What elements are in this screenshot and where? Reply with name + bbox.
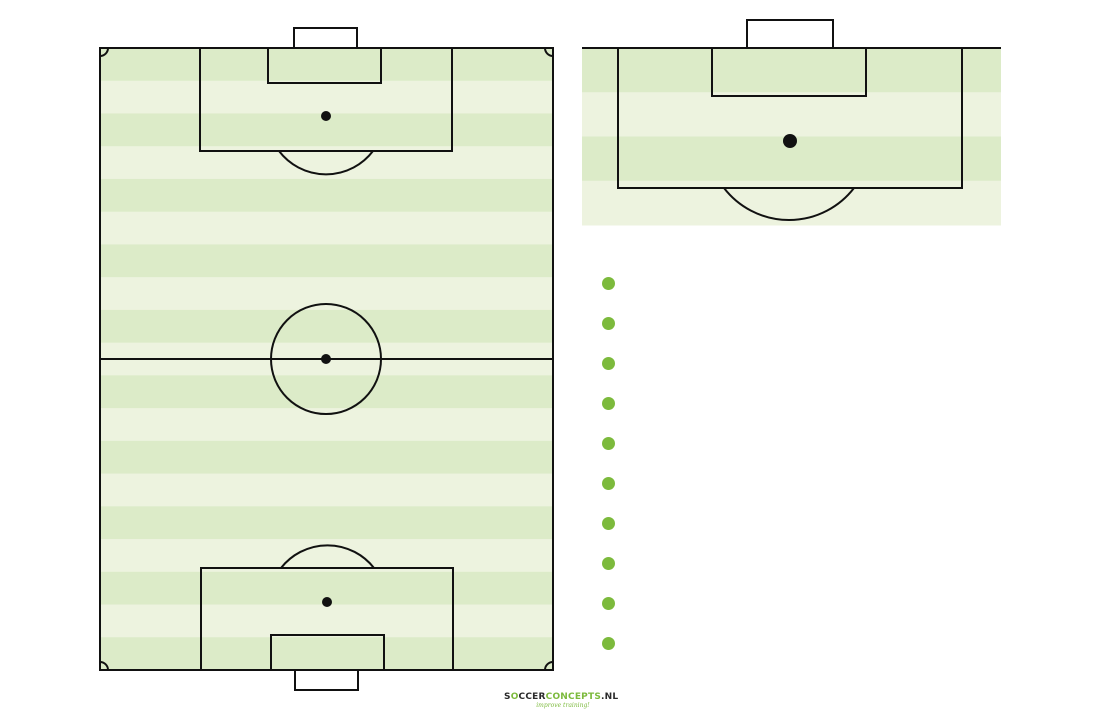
corner-arc-top-right xyxy=(544,47,554,57)
grass-stripe xyxy=(100,80,553,114)
penalty-spot-top xyxy=(321,111,331,121)
bullet-dot xyxy=(602,557,615,570)
logo-wordmark: SOCCERCONCEPTS.NL xyxy=(504,692,619,702)
soccerconcepts-logo: SOCCERCONCEPTS.NL improve training! xyxy=(504,692,619,709)
full-pitch-diagram xyxy=(99,27,554,691)
grass-stripe xyxy=(100,506,553,540)
logo-tagline: improve training! xyxy=(536,702,590,709)
centre-circle xyxy=(270,303,382,415)
bullet-dot xyxy=(602,317,615,330)
soccer-ball-icon: O xyxy=(510,692,519,702)
penalty-arc-top xyxy=(278,150,374,176)
bullet-list xyxy=(602,277,615,677)
bullet-dot xyxy=(602,637,615,650)
bullet-dot xyxy=(602,397,615,410)
bullet-dot xyxy=(602,437,615,450)
grass-stripe xyxy=(100,277,553,311)
penalty-spot-bottom xyxy=(322,597,332,607)
corner-arc-top-left xyxy=(99,47,109,57)
grass-stripe xyxy=(100,604,553,638)
grass-stripe xyxy=(100,309,553,344)
bullet-dot xyxy=(602,597,615,610)
penalty-arc xyxy=(723,187,855,222)
grass-stripe xyxy=(100,473,553,507)
grass-stripe xyxy=(582,48,1001,93)
corner-arc-bottom-right xyxy=(544,661,554,671)
grass-stripe xyxy=(100,375,553,409)
penalty-arc-bottom xyxy=(280,544,375,569)
grass-stripe xyxy=(100,440,553,475)
bullet-dot xyxy=(602,357,615,370)
penalty-spot xyxy=(783,134,797,148)
centre-spot xyxy=(321,354,331,364)
grass-stripe xyxy=(100,211,553,245)
grass-stripe xyxy=(100,637,553,671)
grass-stripe xyxy=(100,244,553,278)
grass-stripe xyxy=(582,92,1001,137)
bullet-dot xyxy=(602,517,615,530)
goal-area xyxy=(711,47,867,97)
goal-area-bottom xyxy=(270,634,385,671)
grass-stripe xyxy=(100,48,553,82)
grass-stripe xyxy=(100,178,553,213)
half-pitch-diagram xyxy=(582,19,1001,226)
goal-bottom xyxy=(294,669,359,691)
goal xyxy=(746,19,834,49)
goal-top xyxy=(293,27,358,49)
bullet-dot xyxy=(602,477,615,490)
bullet-dot xyxy=(602,277,615,290)
corner-arc-bottom-left xyxy=(99,661,109,671)
goal-area-top xyxy=(267,47,382,84)
